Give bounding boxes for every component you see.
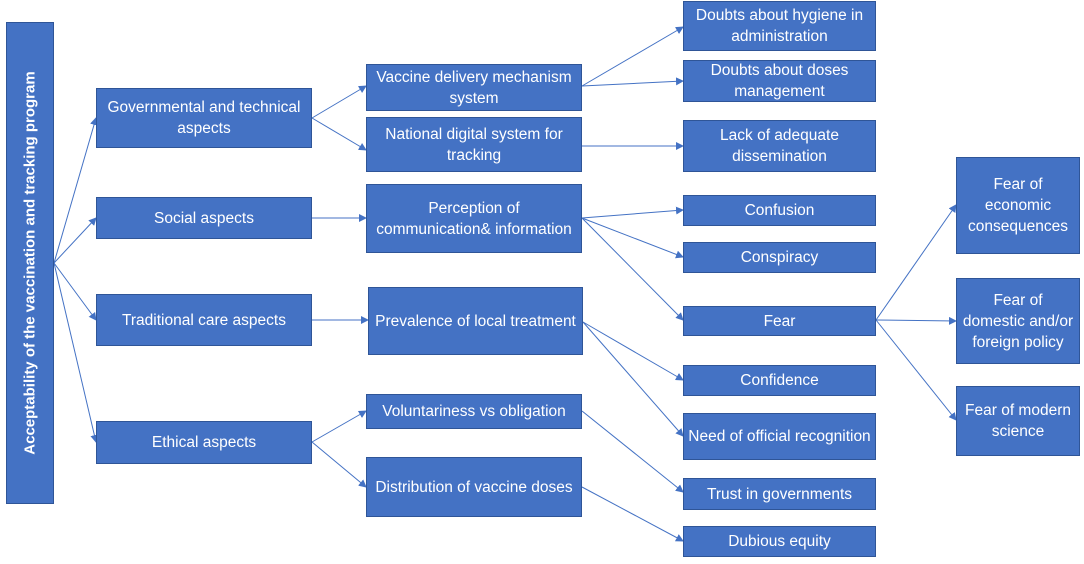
node-prevalence-local-treatment-label: Prevalence of local treatment — [375, 312, 576, 330]
node-traditional-care-aspects: Traditional care aspects — [96, 294, 312, 346]
connector-governmental-digital — [311, 117, 367, 151]
node-fear-science: Fear of modern science — [956, 386, 1080, 456]
connector-perception-confusion — [581, 206, 684, 219]
node-confidence-label: Confidence — [740, 372, 819, 389]
node-trust-governments-label: Trust in governments — [706, 485, 852, 503]
node-national-digital-system: National digital system for tracking — [366, 117, 582, 172]
node-distribution-doses-label: Distribution of vaccine doses — [375, 478, 573, 496]
connector-voluntariness-trust — [581, 410, 684, 493]
node-conspiracy: Conspiracy — [683, 242, 876, 273]
node-social-aspects-label: Social aspects — [154, 209, 254, 227]
node-lack-dissemination-label: Lack of adequate dissemination — [720, 127, 839, 165]
node-conspiracy-label: Conspiracy — [740, 249, 819, 266]
connector-fear-policy — [875, 316, 957, 325]
node-vaccine-delivery-label: Vaccine delivery mechanism system — [376, 68, 572, 107]
connector-ethical-distribution — [311, 441, 367, 488]
node-social-aspects: Social aspects — [96, 197, 312, 239]
node-lack-dissemination: Lack of adequate dissemination — [683, 120, 876, 172]
node-doubts-hygiene: Doubts about hygiene in administration — [683, 1, 876, 51]
node-doubts-doses: Doubts about doses management — [683, 60, 876, 102]
node-fear-label: Fear — [763, 312, 796, 330]
node-distribution-doses: Distribution of vaccine doses — [366, 457, 582, 517]
node-confusion: Confusion — [683, 195, 876, 226]
node-trust-governments: Trust in governments — [683, 478, 876, 510]
connector-fear-economic — [875, 204, 957, 321]
node-dubious-equity-label: Dubious equity — [728, 533, 831, 550]
connector-delivery-hygiene — [581, 26, 684, 87]
node-perception-communication-label: Perception of communication& information — [376, 199, 572, 238]
node-perception-communication: Perception of communication& information — [366, 184, 582, 253]
node-dubious-equity: Dubious equity — [683, 526, 876, 557]
connector-prevalence-confidence — [582, 321, 684, 381]
node-fear-economic: Fear of economic consequences — [956, 157, 1080, 254]
node-voluntariness-label: Voluntariness vs obligation — [382, 403, 566, 420]
node-traditional-care-aspects-label: Traditional care aspects — [122, 311, 286, 329]
node-fear-policy: Fear of domestic and/or foreign policy — [956, 278, 1080, 364]
node-fear: Fear — [683, 306, 876, 336]
connector-ethical-voluntariness — [311, 410, 367, 443]
node-voluntariness: Voluntariness vs obligation — [366, 394, 582, 429]
connector-governmental-delivery — [311, 85, 367, 119]
node-fear-policy-label: Fear of domestic and/or foreign policy — [962, 291, 1074, 351]
node-confidence: Confidence — [683, 365, 876, 396]
node-official-recognition: Need of official recognition — [683, 413, 876, 460]
root-node: Acceptability of the vaccination and tra… — [6, 22, 54, 504]
node-vaccine-delivery: Vaccine delivery mechanism system — [366, 64, 582, 111]
connector-root-ethical — [53, 262, 99, 443]
connector-distribution-equity — [581, 486, 684, 542]
node-official-recognition-label: Need of official recognition — [688, 428, 871, 445]
node-doubts-doses-label: Doubts about doses management — [710, 62, 849, 100]
node-ethical-aspects-label: Ethical aspects — [151, 434, 257, 451]
connector-root-governmental — [53, 117, 98, 264]
node-prevalence-local-treatment: Prevalence of local treatment — [368, 287, 583, 355]
connector-prevalence-recognition — [582, 321, 684, 437]
root-node-label: Acceptability of the vaccination and tra… — [21, 71, 39, 455]
connector-fear-science — [875, 319, 957, 421]
node-national-digital-system-label: National digital system for tracking — [385, 125, 563, 164]
node-confusion-label: Confusion — [744, 202, 815, 219]
node-doubts-hygiene-label: Doubts about hygiene in administration — [695, 7, 864, 45]
node-governmental-aspects: Governmental and technical aspects — [96, 88, 312, 148]
connector-perception-fear — [581, 217, 684, 321]
node-ethical-aspects: Ethical aspects — [96, 421, 312, 464]
node-governmental-aspects-label: Governmental and technical aspects — [107, 99, 301, 137]
connector-perception-conspiracy — [581, 217, 684, 259]
connector-delivery-doses — [581, 77, 684, 87]
node-fear-economic-label: Fear of economic consequences — [968, 176, 1068, 235]
connector-root-traditional — [53, 262, 97, 321]
connector-root-social — [53, 217, 97, 264]
node-fear-science-label: Fear of modern science — [965, 402, 1071, 440]
